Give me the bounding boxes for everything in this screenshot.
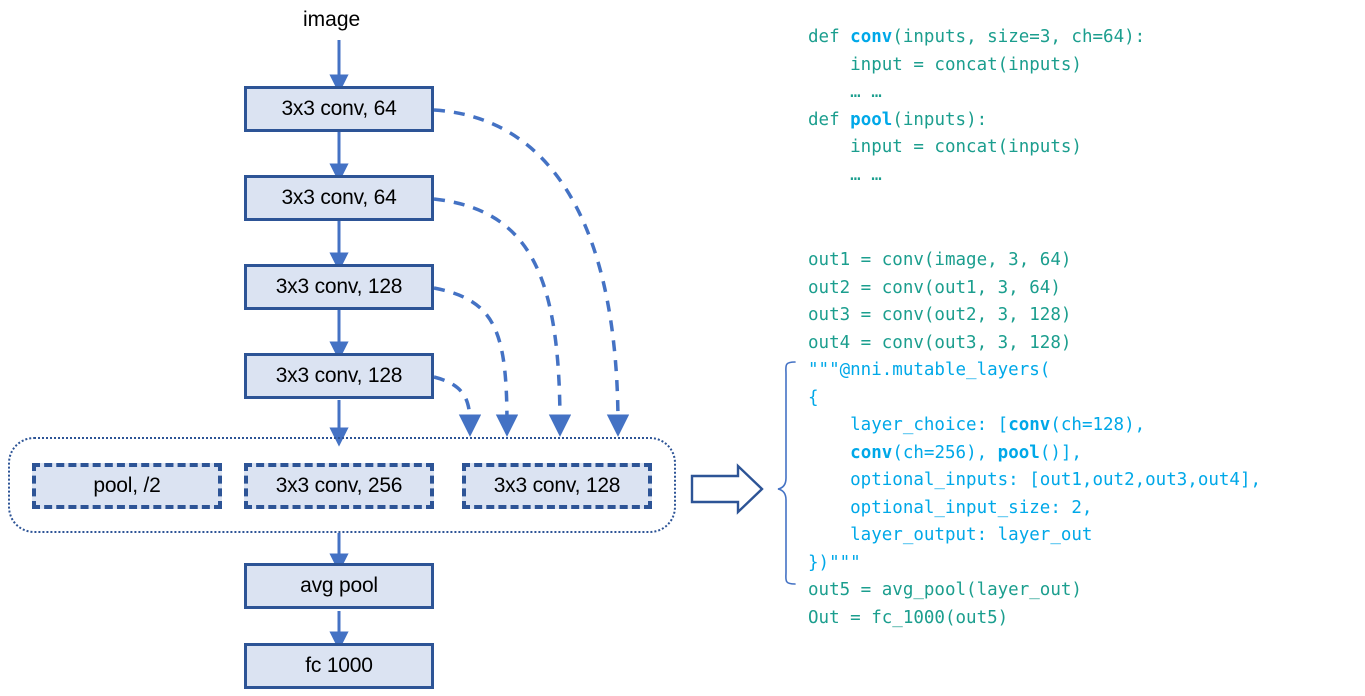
code-line: out4 = conv(out3, 3, 128): [808, 332, 1072, 353]
hollow-arrow: [690, 463, 764, 515]
code-line: layer_choice: [conv(ch=128),: [808, 415, 1146, 435]
code-block-body: out1 = conv(image, 3, 64) out2 = conv(out…: [808, 247, 1261, 632]
code-line: """@nni.mutable_layers(: [808, 360, 1051, 380]
skip-connections: [433, 108, 630, 437]
node-conv-2[interactable]: 3x3 conv, 64: [244, 175, 434, 221]
code-line: input = concat(inputs): [808, 137, 1082, 157]
code-line: })""": [808, 552, 861, 573]
code-line: optional_input_size: 2,: [808, 497, 1093, 518]
code-line: conv(ch=256), pool()],: [850, 442, 1082, 463]
code-line: out1 = conv(image, 3, 64): [808, 250, 1072, 270]
code-block-definitions: def conv(inputs, size=3, ch=64): input =…: [808, 24, 1145, 189]
code-line: out2 = conv(out1, 3, 64): [808, 277, 1061, 298]
node-conv-3[interactable]: 3x3 conv, 128: [244, 264, 434, 310]
choice-option-conv-256[interactable]: 3x3 conv, 256: [244, 463, 434, 509]
choice-option-conv-128[interactable]: 3x3 conv, 128: [462, 463, 652, 509]
code-line: layer_output: layer_out: [808, 525, 1093, 545]
code-line: out5 = avg_pool(layer_out): [808, 580, 1082, 600]
code-line: {: [808, 387, 819, 408]
node-conv-1[interactable]: 3x3 conv, 64: [244, 86, 434, 132]
code-line: input = concat(inputs): [808, 54, 1082, 75]
choice-option-pool[interactable]: pool, /2: [32, 463, 222, 509]
code-line: … …: [808, 164, 882, 185]
node-avg-pool[interactable]: avg pool: [244, 563, 434, 609]
code-line: … …: [808, 82, 882, 102]
code-brace: [777, 361, 796, 585]
node-conv-4[interactable]: 3x3 conv, 128: [244, 353, 434, 399]
code-line: out3 = conv(out2, 3, 128): [808, 305, 1072, 325]
mutable-layer-group: [8, 437, 676, 533]
code-line: optional_inputs: [out1,out2,out3,out4],: [808, 470, 1262, 490]
code-line: def conv(inputs, size=3, ch=64):: [808, 27, 1146, 47]
code-line: Out = fc_1000(out5): [808, 607, 1009, 628]
code-line: def pool(inputs):: [808, 109, 988, 130]
node-fc-1000[interactable]: fc 1000: [244, 643, 434, 689]
input-label: image: [303, 8, 361, 31]
